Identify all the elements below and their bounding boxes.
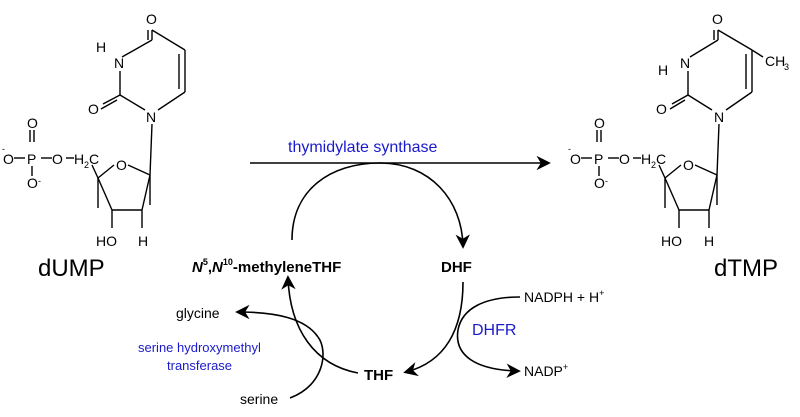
dump-charge-1: - [2, 144, 5, 154]
dump-atom-o-top: O [146, 11, 157, 27]
dtmp-charge-1: - [568, 144, 571, 154]
nadph-label: NADPH + H+ [524, 288, 604, 305]
dtmp-atom-o-top: O [712, 11, 723, 27]
methylenethf-label: N5,N10-methyleneTHF [192, 257, 341, 276]
dump-atom-c: C [89, 151, 99, 167]
dump-atom-h2c: H [74, 151, 84, 167]
nadp-output-arrow [456, 329, 521, 378]
dump-atom-n1: N [146, 109, 156, 125]
arrow-thf-to-methylenethf [281, 275, 359, 374]
dump-atom-o-p1: O [27, 115, 38, 131]
dump-atom-n3: N [114, 55, 124, 71]
dtmp-name: dTMP [714, 255, 778, 282]
dtmp-atom-o-ring: O [683, 157, 694, 173]
glycine-output-arrow [235, 304, 319, 338]
dtmp-atom-o-p4: O [594, 175, 605, 191]
dtmp-atom-h2c: H [641, 151, 651, 167]
dtmp-structure [581, 29, 764, 228]
dtmp-atom-methyl: CH [765, 53, 785, 69]
shmt-label-line1: serine hydroxymethyl [138, 340, 261, 355]
dump-charge-2: - [38, 176, 41, 186]
dump-structure [14, 29, 186, 228]
arrow-dhf-to-thf [403, 281, 464, 377]
dtmp-atom-c: C [656, 151, 666, 167]
dump-atom-p: P [27, 151, 36, 167]
dtmp-atom-ho: HO [661, 233, 682, 249]
dhfr-label: DHFR [472, 322, 516, 339]
dump-atom-o-ring: O [116, 157, 127, 173]
dtmp-atom-h-sugar: H [704, 233, 714, 249]
dump-atom-o-left: O [88, 101, 99, 117]
glycine-label: glycine [176, 305, 220, 321]
dtmp-atom-o-left: O [656, 101, 667, 117]
dump-atom-h-sugar: H [138, 233, 148, 249]
dtmp-sub-2: 2 [651, 160, 656, 170]
serine-label: serine [240, 391, 278, 407]
serine-input-curve [289, 336, 324, 399]
dump-atom-ho: HO [96, 233, 117, 249]
dtmp-atom-n1: N [714, 109, 724, 125]
dtmp-atom-n3: N [680, 55, 690, 71]
dump-atom-h: H [96, 39, 106, 55]
nadph-input-curve [457, 296, 521, 331]
dtmp-sub-3: 3 [784, 62, 789, 72]
nadp-label: NADP+ [524, 362, 568, 379]
dtmp-atom-o-p2: O [570, 151, 581, 167]
dtmp-charge-2: - [605, 176, 608, 186]
dump-atom-o-p4: O [27, 175, 38, 191]
shmt-label-line2: transferase [167, 358, 232, 373]
thymidylate-synthase-label: thymidylate synthase [288, 139, 438, 156]
dhf-label: DHF [441, 259, 472, 276]
dtmp-atom-o-p1: O [594, 115, 605, 131]
dtmp-atom-p: P [594, 151, 603, 167]
dump-atom-o-p2: O [3, 151, 14, 167]
dump-name: dUMP [38, 255, 105, 282]
dump-sub-2: 2 [84, 160, 89, 170]
arrow-methylenethf-to-dhf [291, 162, 470, 249]
thf-label: THF [364, 367, 393, 384]
dtmp-atom-o-p3: O [619, 151, 630, 167]
dump-atom-o-p3: O [52, 151, 63, 167]
dtmp-atom-h: H [658, 62, 668, 78]
